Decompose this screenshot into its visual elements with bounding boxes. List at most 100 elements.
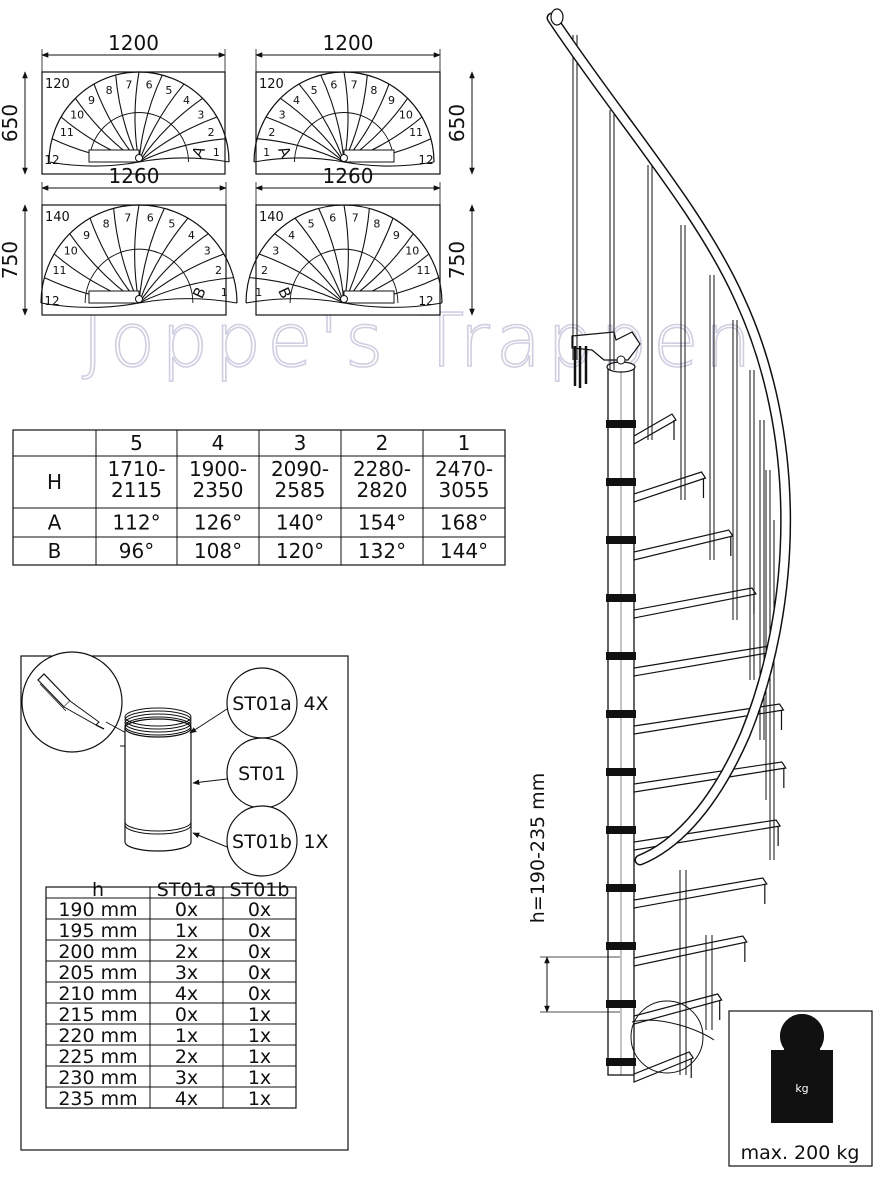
angle-table-header: 4 [212, 431, 225, 455]
baluster [709, 275, 715, 560]
step-tread [633, 935, 748, 967]
tread-edge [138, 138, 226, 163]
tread-edge [138, 217, 189, 304]
spacer-table-cell: 1x [175, 1025, 198, 1047]
tread-number: 8 [106, 84, 113, 97]
tread-number: 9 [388, 94, 395, 107]
height-label: 750 [445, 241, 469, 279]
stair-elevation: h=190-235 mm [527, 8, 792, 1083]
spacer-table-cell: 195 mm [58, 920, 137, 942]
tread-edge [265, 116, 345, 163]
lower-baluster [679, 870, 713, 1075]
callout-label: ST01b [232, 831, 292, 853]
baluster [680, 225, 686, 500]
spacer-table-cell: 0x [175, 1004, 198, 1026]
spacer-table-cell: 220 mm [58, 1025, 137, 1047]
width-label: 1200 [323, 31, 374, 55]
callout-leader [192, 832, 228, 848]
angle-table-cell: 112° [112, 511, 160, 535]
spacer-table-cell: 3x [175, 1067, 198, 1089]
tread-number: 9 [88, 94, 95, 107]
tread-number: 9 [393, 229, 400, 242]
angle-table-cell: 96° [119, 539, 154, 563]
tread-number: 6 [146, 79, 153, 92]
spacer-table-cell: 1x [248, 1025, 271, 1047]
landing-plate [88, 290, 140, 304]
spacer-table-header: h [92, 879, 104, 901]
spacer-table-cell: 2x [175, 941, 198, 963]
tread-edge [274, 233, 345, 304]
weight-label: kg [795, 1082, 808, 1095]
landing-number: 12 [418, 294, 433, 308]
spacer-table-cell: 0x [248, 983, 271, 1005]
angle-table-row-label: B [48, 539, 62, 563]
angle-table-cell: 1900- [189, 457, 247, 481]
spacer-ring [606, 1058, 636, 1066]
spacer-table-cell: 225 mm [58, 1046, 137, 1068]
tread-number: 11 [409, 126, 423, 139]
tread-edge [343, 161, 435, 167]
tread-number: 8 [103, 218, 110, 231]
handrail [548, 14, 790, 864]
height-label: 650 [445, 104, 469, 142]
tread-number: 9 [83, 229, 90, 242]
spacer-table-cell: 4x [175, 1088, 198, 1110]
tread-number: 11 [60, 126, 74, 139]
tread-number: 10 [70, 109, 84, 122]
tread-edge [320, 74, 345, 163]
callout-label: ST01 [238, 763, 286, 785]
spacer-table-cell: 235 mm [58, 1088, 137, 1110]
tread-number: 7 [351, 79, 358, 92]
tread-number: 6 [330, 79, 337, 92]
spacer-table-frame [45, 886, 297, 1109]
angle-table-header: 1 [458, 431, 471, 455]
angle-table-cell: 108° [194, 539, 242, 563]
tread-number: 4 [183, 94, 190, 107]
step-tread [633, 993, 723, 1025]
center-label: 140 [45, 210, 70, 225]
center-label: 120 [259, 77, 284, 92]
tread-number: 7 [125, 79, 132, 92]
spacer-table-cell: 0x [248, 941, 271, 963]
spacer-table-cell: 190 mm [58, 899, 137, 921]
spacer-ring [606, 942, 636, 950]
angle-table-cell: 2350 [193, 478, 244, 502]
max-load-label: max. 200 kg [741, 1142, 860, 1164]
tread-edge [138, 116, 218, 163]
tread-edge [40, 302, 140, 308]
spacer-ring [606, 652, 636, 660]
step-tread [633, 413, 677, 446]
spacer-ring [606, 710, 636, 718]
tread-number: 8 [373, 218, 380, 231]
step-tread [633, 645, 775, 677]
top-bracket [571, 331, 641, 361]
landing-plate [88, 149, 140, 163]
angle-table-cell: 126° [194, 511, 242, 535]
height-label: 650 [0, 104, 22, 142]
tread-number: 4 [288, 229, 295, 242]
tread-number: 1 [255, 286, 262, 299]
step-tread [633, 529, 734, 561]
angle-table-row-label: A [48, 511, 62, 535]
spacer-cylinder [124, 707, 192, 852]
tread-number: 2 [268, 126, 275, 139]
tread-edge [258, 253, 345, 304]
spacer-table-cell: 0x [248, 899, 271, 921]
tread-edge [48, 161, 140, 167]
angle-table-cell: 168° [440, 511, 488, 535]
spacer-table-cell: 3x [175, 962, 198, 984]
angle-table-cell: 2280- [353, 457, 411, 481]
spacer-table-cell: 1x [248, 1004, 271, 1026]
spacer-ring [606, 536, 636, 544]
angle-table-cell: 120° [276, 539, 324, 563]
tread-edge [253, 157, 345, 163]
tread-number: 2 [215, 264, 222, 277]
tread-number: 8 [370, 84, 377, 97]
handrail-end [550, 8, 564, 26]
